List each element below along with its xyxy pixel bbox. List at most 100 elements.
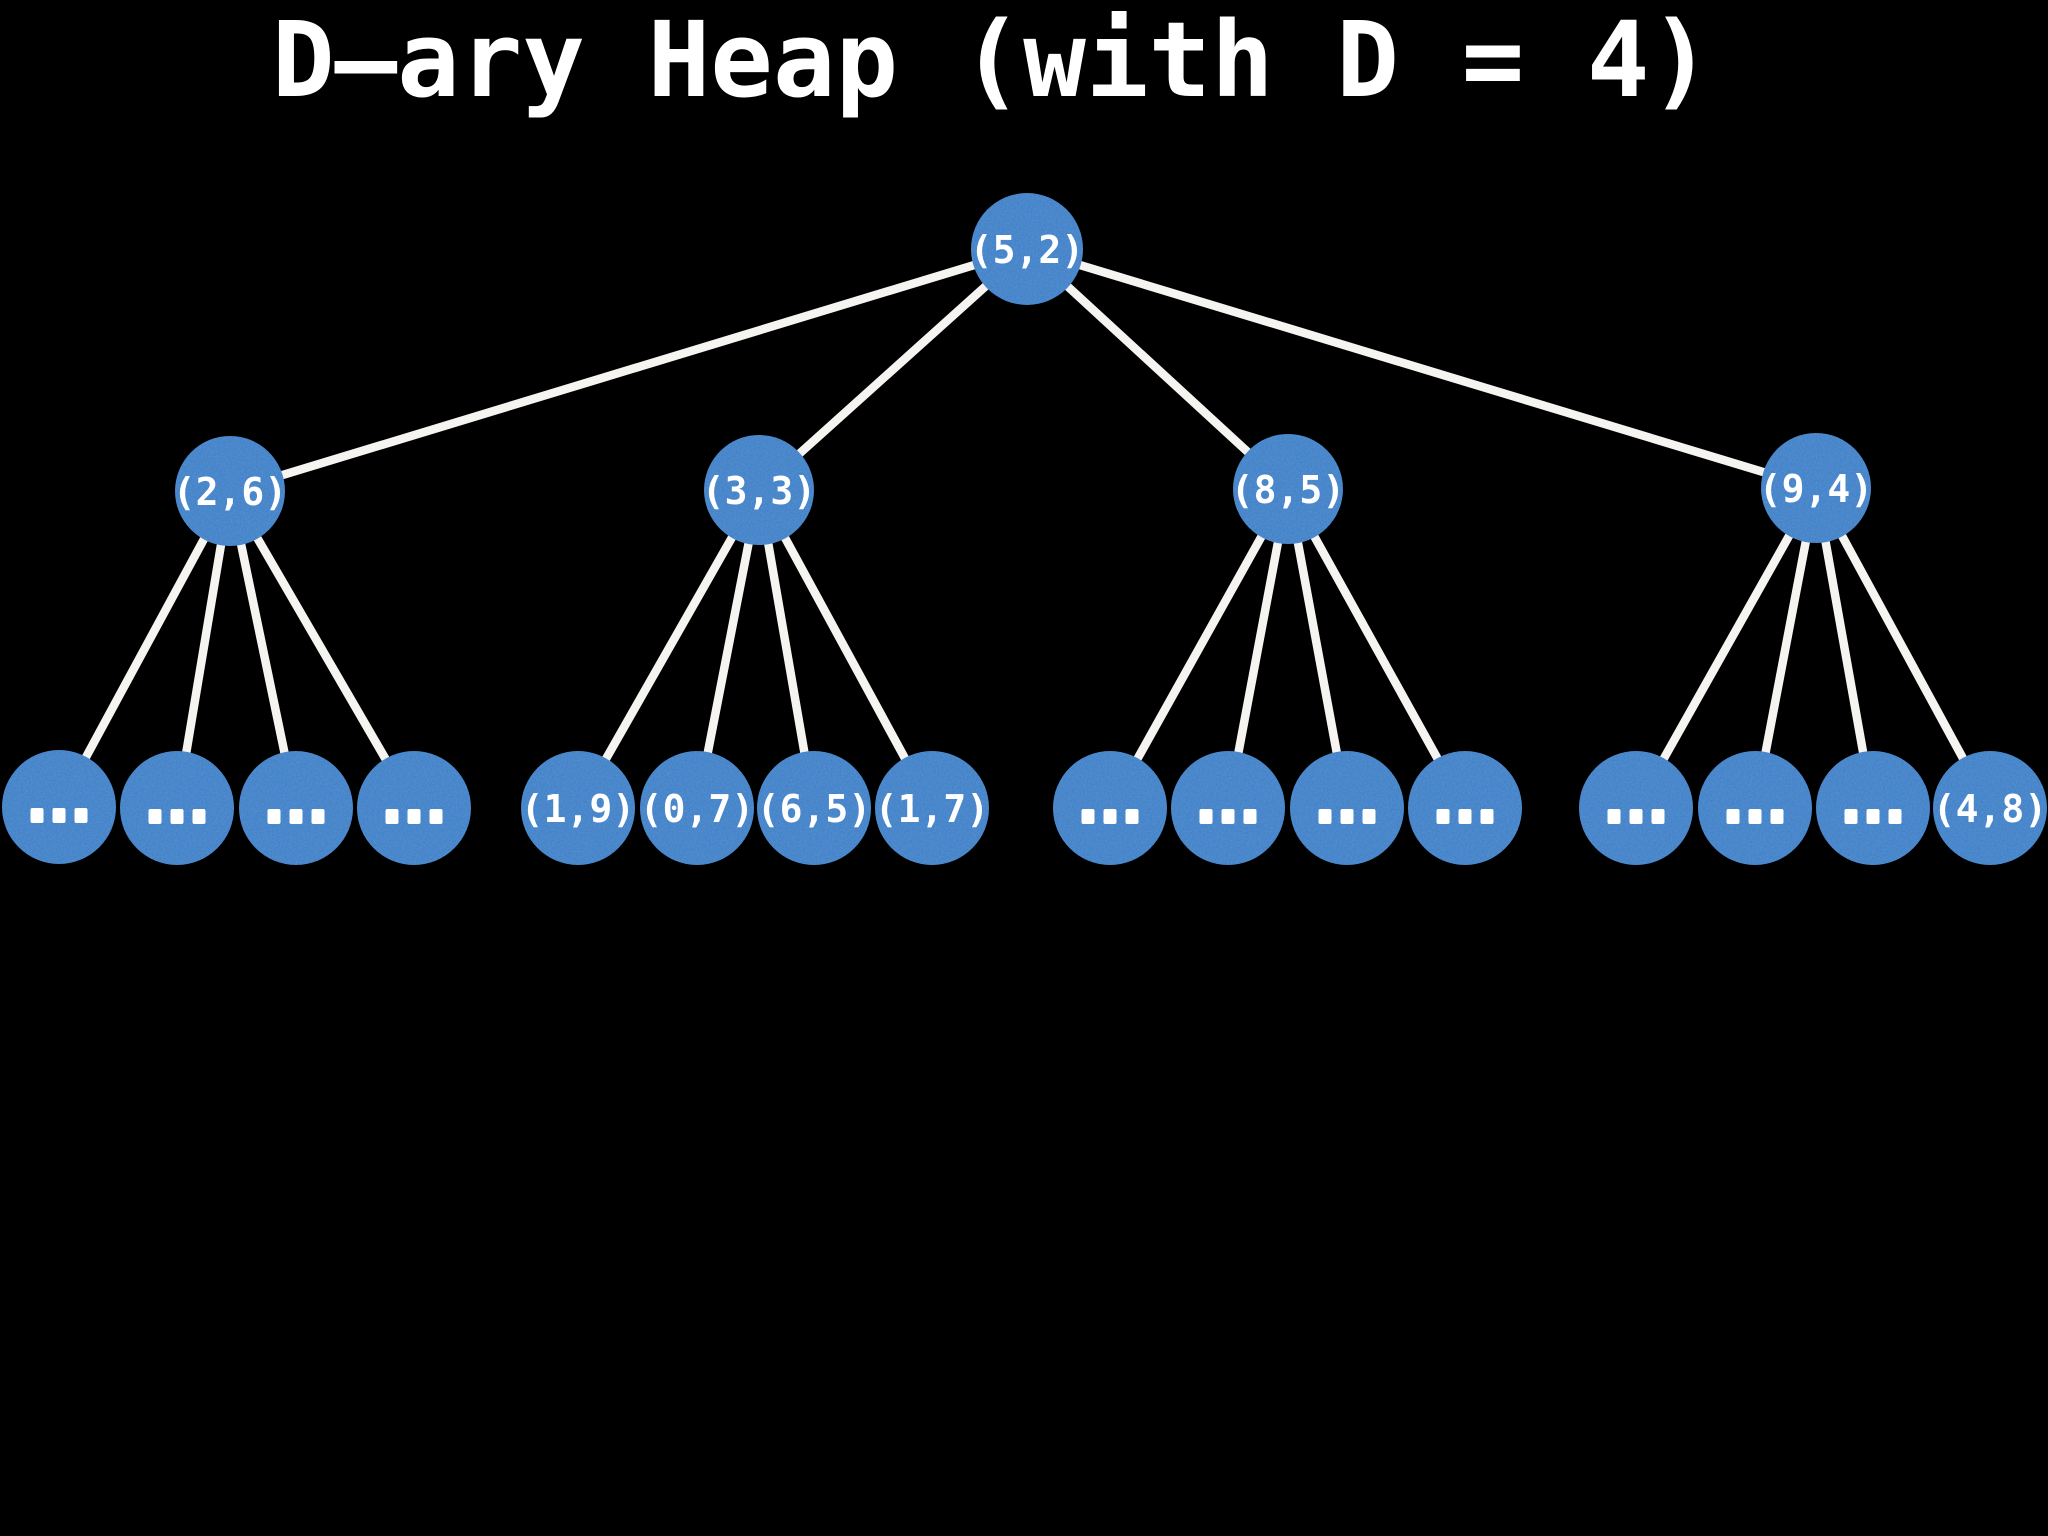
ellipsis-dot: [289, 809, 303, 824]
ellipsis-dot: [1199, 809, 1213, 824]
tree-edge: [1105, 484, 1293, 813]
ellipsis-dot: [30, 808, 44, 823]
node-texture: [640, 751, 754, 865]
edges-layer: [54, 244, 1995, 813]
tree-edge: [573, 485, 764, 813]
tree-edge: [225, 244, 1032, 496]
nodes-layer: (5,2) (2,6) (3,3) (8,5) (9,4) (1,9)(0,7)(6,5)…: [2, 193, 2047, 865]
node-texture: [1408, 751, 1522, 865]
heap-node: (3,3): [702, 435, 816, 545]
heap-node: (5,2): [970, 193, 1084, 305]
node-texture: [971, 193, 1083, 305]
ellipsis-dot: [1340, 809, 1354, 824]
node-texture: [357, 751, 471, 865]
node-texture: [1761, 433, 1871, 543]
tree-edge: [1022, 244, 1821, 493]
ellipsis-dot: [1607, 809, 1621, 824]
tree-edge: [1811, 483, 1995, 813]
ellipsis-dot: [1081, 809, 1095, 824]
heap-node: (2,6): [173, 436, 287, 546]
ellipsis-dot: [1318, 809, 1332, 824]
tree-edge: [1631, 483, 1821, 813]
tree-edge: [754, 244, 1032, 495]
heap-node: [357, 751, 471, 865]
ellipsis-dot: [385, 809, 399, 824]
heap-node: [1698, 751, 1812, 865]
node-label: (9,4): [1759, 467, 1873, 511]
ellipsis-dot: [1629, 809, 1643, 824]
node-texture: [875, 751, 989, 865]
heap-node: (4,8): [1933, 751, 2047, 865]
node-label: (6,5): [757, 787, 871, 831]
heap-node: (1,7): [875, 751, 989, 865]
ellipsis-dot: [1103, 809, 1117, 824]
tree-edge: [1283, 484, 1470, 813]
tree-edge: [225, 486, 419, 813]
ellipsis-dot: [1651, 809, 1665, 824]
ellipsis-dot: [1748, 809, 1762, 824]
heap-node: (8,5): [1231, 434, 1345, 544]
heap-node: (9,4): [1759, 433, 1873, 543]
heap-node: [1816, 751, 1930, 865]
heap-node: (1,9): [521, 751, 635, 865]
heap-node: [1171, 751, 1285, 865]
node-label: (1,9): [521, 787, 635, 831]
node-texture: [1579, 751, 1693, 865]
ellipsis-dot: [1243, 809, 1257, 824]
node-label: (3,3): [702, 469, 816, 513]
ellipsis-dot: [52, 808, 66, 823]
tree-edge: [754, 485, 937, 813]
heap-node: [120, 751, 234, 865]
ellipsis-dot: [192, 809, 206, 824]
ellipsis-dot: [1362, 809, 1376, 824]
heap-node: [2, 750, 116, 864]
node-label: (5,2): [970, 228, 1084, 272]
heap-node: (0,7): [640, 751, 754, 865]
heap-node: [1579, 751, 1693, 865]
node-label: (1,7): [875, 787, 989, 831]
ellipsis-dot: [311, 809, 325, 824]
node-texture: [120, 751, 234, 865]
node-texture: [1233, 434, 1343, 544]
node-texture: [1290, 751, 1404, 865]
heap-node: [1053, 751, 1167, 865]
ellipsis-dot: [267, 809, 281, 824]
node-texture: [239, 751, 353, 865]
ellipsis-dot: [1770, 809, 1784, 824]
ellipsis-dot: [1844, 809, 1858, 824]
ellipsis-dot: [407, 809, 421, 824]
heap-node: [1290, 751, 1404, 865]
ellipsis-dot: [1436, 809, 1450, 824]
tree-edge: [1022, 244, 1293, 494]
heap-node: (6,5): [757, 751, 871, 865]
ellipsis-dot: [1480, 809, 1494, 824]
heap-node: [1408, 751, 1522, 865]
ellipsis-dot: [1888, 809, 1902, 824]
ellipsis-dot: [170, 809, 184, 824]
ellipsis-dot: [1458, 809, 1472, 824]
ellipsis-dot: [148, 809, 162, 824]
node-texture: [1171, 751, 1285, 865]
ellipsis-dot: [1221, 809, 1235, 824]
node-label: (4,8): [1933, 787, 2047, 831]
node-texture: [175, 436, 285, 546]
node-texture: [757, 751, 871, 865]
ellipsis-dot: [1726, 809, 1740, 824]
tree-edge: [54, 486, 235, 812]
node-texture: [1053, 751, 1167, 865]
heap-node: [239, 751, 353, 865]
page-title: D—ary Heap (with D = 4): [272, 0, 1712, 121]
node-label: (2,6): [173, 470, 287, 514]
node-label: (8,5): [1231, 468, 1345, 512]
ellipsis-dot: [1125, 809, 1139, 824]
node-label: (0,7): [640, 787, 754, 831]
node-texture: [704, 435, 814, 545]
node-texture: [1933, 751, 2047, 865]
ellipsis-dot: [429, 809, 443, 824]
ellipsis-dot: [1866, 809, 1880, 824]
node-texture: [1816, 751, 1930, 865]
node-texture: [2, 750, 116, 864]
ellipsis-dot: [74, 808, 88, 823]
